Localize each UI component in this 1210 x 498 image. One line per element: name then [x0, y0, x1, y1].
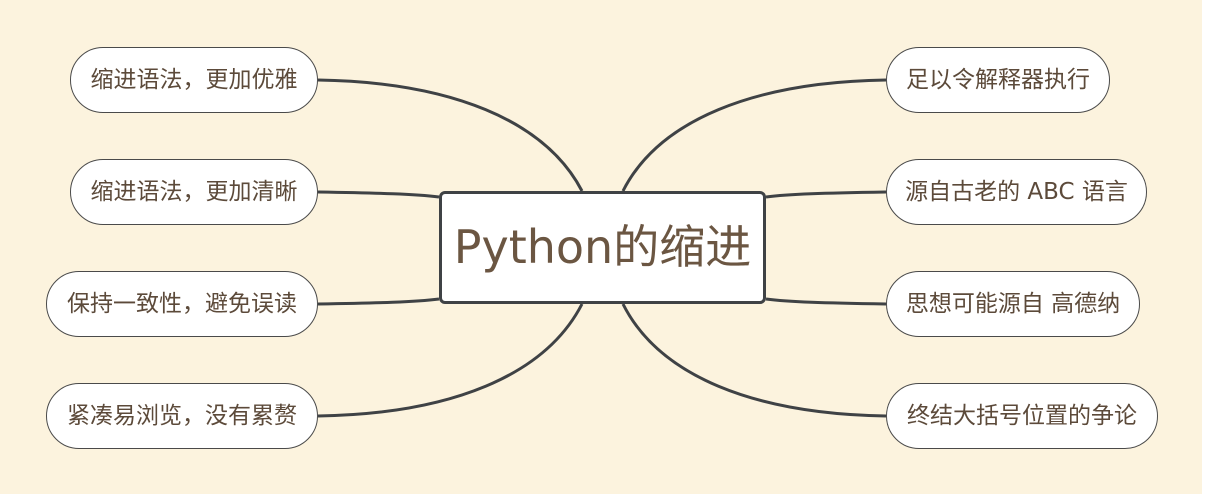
central-topic[interactable]: Python的缩进 — [439, 191, 766, 304]
topic-right-4[interactable]: 终结大括号位置的争论 — [886, 383, 1158, 449]
connector-right-4 — [621, 303, 887, 418]
topic-left-2[interactable]: 缩进语法，更加清晰 — [70, 159, 318, 225]
connector-right-3 — [765, 297, 887, 306]
connector-left-2 — [317, 190, 440, 199]
connector-left-3 — [317, 297, 440, 306]
connector-right-1 — [621, 78, 887, 192]
topic-right-2[interactable]: 源自古老的 ABC 语言 — [886, 159, 1147, 225]
connector-left-4 — [317, 303, 584, 418]
connector-left-1 — [317, 78, 584, 192]
topic-right-3[interactable]: 思想可能源自 高德纳 — [886, 271, 1140, 337]
topic-left-1[interactable]: 缩进语法，更加优雅 — [70, 47, 318, 113]
connector-right-2 — [765, 190, 887, 199]
topic-left-4[interactable]: 紧凑易浏览，没有累赘 — [46, 383, 318, 449]
topic-right-1[interactable]: 足以令解释器执行 — [886, 47, 1110, 113]
topic-left-3[interactable]: 保持一致性，避免误读 — [46, 271, 318, 337]
